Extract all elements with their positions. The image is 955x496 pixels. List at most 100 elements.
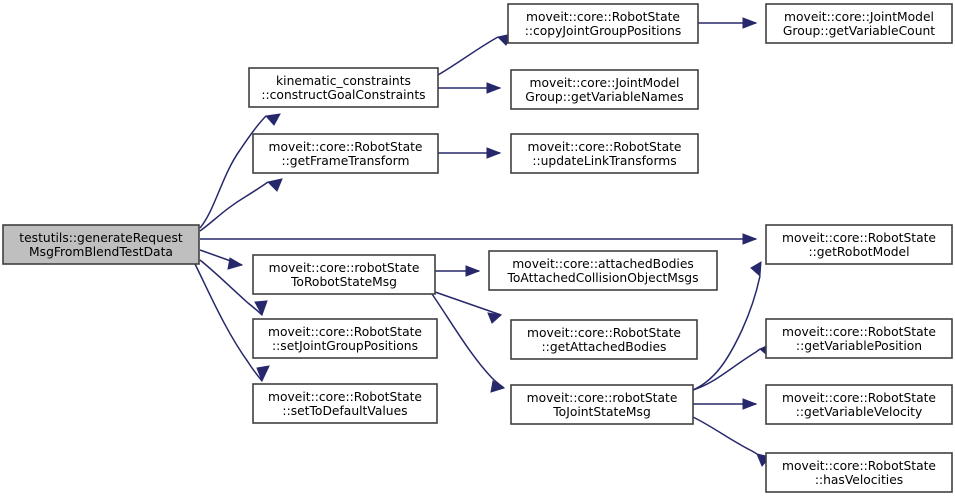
node-box[interactable] — [252, 133, 439, 174]
edge-n0-to-n7 — [199, 249, 244, 270]
node-label-line2: ::hasVelocities — [815, 473, 903, 487]
edge-n7-to-n12 — [431, 293, 506, 393]
graph-node[interactable]: moveit::core::RobotState::updateLinkTran… — [510, 133, 699, 174]
graph-node[interactable]: moveit::core::RobotState::getFrameTransf… — [252, 133, 439, 174]
node-box[interactable] — [765, 384, 953, 425]
arrowhead-icon — [227, 257, 244, 270]
node-label-line1: kinematic_constraints — [276, 74, 411, 88]
node-label-line1: moveit::core::attachedBodies — [512, 257, 694, 271]
arrowhead-icon — [742, 398, 758, 410]
edges-layer — [194, 17, 775, 467]
node-label-line1: moveit::core::RobotState — [527, 140, 681, 154]
edge-line — [692, 275, 761, 391]
arrowhead-icon — [750, 261, 762, 278]
nodes-layer: testutils::generateRequestMsgFromBlendTe… — [2, 3, 953, 493]
edge-n0-to-n11 — [194, 263, 270, 383]
node-label-line2: ::getFrameTransform — [282, 154, 410, 168]
edge-line — [431, 293, 505, 389]
edge-n0-to-n13 — [200, 233, 758, 245]
node-box[interactable] — [510, 384, 694, 425]
graph-node[interactable]: moveit::core::RobotState::getVariableVel… — [765, 384, 953, 425]
edge-n1-to-n4 — [438, 82, 502, 94]
node-label-line2: ::getAttachedBodies — [542, 340, 667, 354]
node-label-line1: moveit::core::RobotState — [782, 231, 936, 245]
node-label-line2: ::constructGoalConstraints — [261, 88, 425, 102]
node-label-line2: ToJointStateMsg — [552, 405, 651, 419]
graph-node[interactable]: moveit::core::JointModelGroup::getVariab… — [765, 3, 953, 44]
arrowhead-icon — [487, 312, 503, 324]
arrowhead-icon — [742, 17, 758, 29]
edge-line — [692, 348, 761, 391]
graph-node[interactable]: moveit::core::RobotState::getAttachedBod… — [510, 319, 698, 360]
graph-node[interactable]: testutils::generateRequestMsgFromBlendTe… — [2, 224, 200, 265]
arrowhead-icon — [742, 233, 758, 245]
node-box[interactable] — [248, 67, 439, 108]
graph-node[interactable]: moveit::core::RobotState::getRobotModel — [765, 224, 953, 265]
edge-n12-to-n13 — [692, 261, 762, 391]
node-box[interactable] — [765, 452, 953, 493]
edge-n0-to-n1 — [199, 113, 281, 229]
graph-node[interactable]: moveit::core::attachedBodiesToAttachedCo… — [488, 250, 718, 291]
node-label-line1: moveit::core::JointModel — [784, 10, 934, 24]
arrowhead-icon — [486, 82, 502, 94]
node-label-line2: ::getVariablePosition — [796, 339, 922, 353]
node-box[interactable] — [488, 250, 718, 291]
edge-n1-to-n3 — [437, 33, 513, 76]
node-label-line1: moveit::core::RobotState — [782, 391, 936, 405]
node-label-line2: ::copyJointGroupPositions — [525, 24, 682, 38]
node-label-line1: moveit::core::RobotState — [782, 459, 936, 473]
node-label-line1: moveit::core::JointModel — [530, 76, 680, 90]
node-box[interactable] — [765, 224, 953, 265]
node-label-line2: ::getRobotModel — [808, 245, 909, 259]
node-label-line1: moveit::core::RobotState — [782, 325, 936, 339]
graph-node[interactable]: moveit::core::RobotState::copyJointGroup… — [507, 3, 699, 44]
edge-line — [437, 36, 499, 76]
edge-line — [692, 416, 758, 455]
node-label-line1: moveit::core::robotState — [269, 261, 420, 275]
edge-n7-to-n8 — [435, 265, 481, 277]
node-label-line1: moveit::core::RobotState — [268, 325, 422, 339]
edge-line — [199, 259, 263, 316]
graph-node[interactable]: moveit::core::RobotState::setToDefaultVa… — [252, 383, 438, 424]
node-label-line2: Group::getVariableCount — [783, 24, 935, 38]
graph-node[interactable]: moveit::core::RobotState::hasVelocities — [765, 452, 953, 493]
edge-n3-to-n5 — [698, 17, 758, 29]
node-box[interactable] — [765, 318, 953, 359]
node-label-line2: ::setJointGroupPositions — [272, 339, 418, 353]
node-box[interactable] — [510, 319, 698, 360]
node-box[interactable] — [252, 318, 438, 359]
node-box[interactable] — [510, 69, 699, 110]
arrowhead-icon — [256, 365, 270, 383]
graph-node[interactable]: moveit::core::RobotState::getVariablePos… — [765, 318, 953, 359]
edge-n12-to-n16 — [692, 416, 771, 467]
node-label-line1: testutils::generateRequest — [19, 231, 183, 245]
node-label-line1: moveit::core::RobotState — [527, 326, 681, 340]
edge-n12-to-n15 — [693, 398, 758, 410]
node-label-line1: moveit::core::RobotState — [268, 390, 422, 404]
arrowhead-icon — [490, 380, 506, 393]
node-box[interactable] — [510, 133, 699, 174]
node-box[interactable] — [765, 3, 953, 44]
graph-node[interactable]: moveit::core::RobotState::setJointGroupP… — [252, 318, 438, 359]
edge-line — [434, 291, 502, 316]
node-box[interactable] — [252, 383, 438, 424]
edge-line — [199, 181, 269, 232]
node-box[interactable] — [252, 254, 436, 295]
node-label-line1: moveit::core::robotState — [527, 391, 678, 405]
graph-node[interactable]: moveit::core::JointModelGroup::getVariab… — [510, 69, 699, 110]
arrowhead-icon — [486, 147, 502, 159]
edge-n2-to-n6 — [438, 147, 502, 159]
node-box[interactable] — [2, 224, 200, 265]
node-label-line2: ToRobotStateMsg — [290, 275, 397, 289]
arrowhead-icon — [254, 300, 268, 317]
node-label-line2: MsgFromBlendTestData — [29, 245, 173, 259]
node-box[interactable] — [507, 3, 699, 44]
node-label-line2: ToAttachedCollisionObjectMsgs — [506, 271, 698, 285]
edge-n0-to-n2 — [199, 178, 283, 232]
graph-node[interactable]: kinematic_constraints::constructGoalCons… — [248, 67, 439, 108]
edge-line — [199, 115, 267, 229]
